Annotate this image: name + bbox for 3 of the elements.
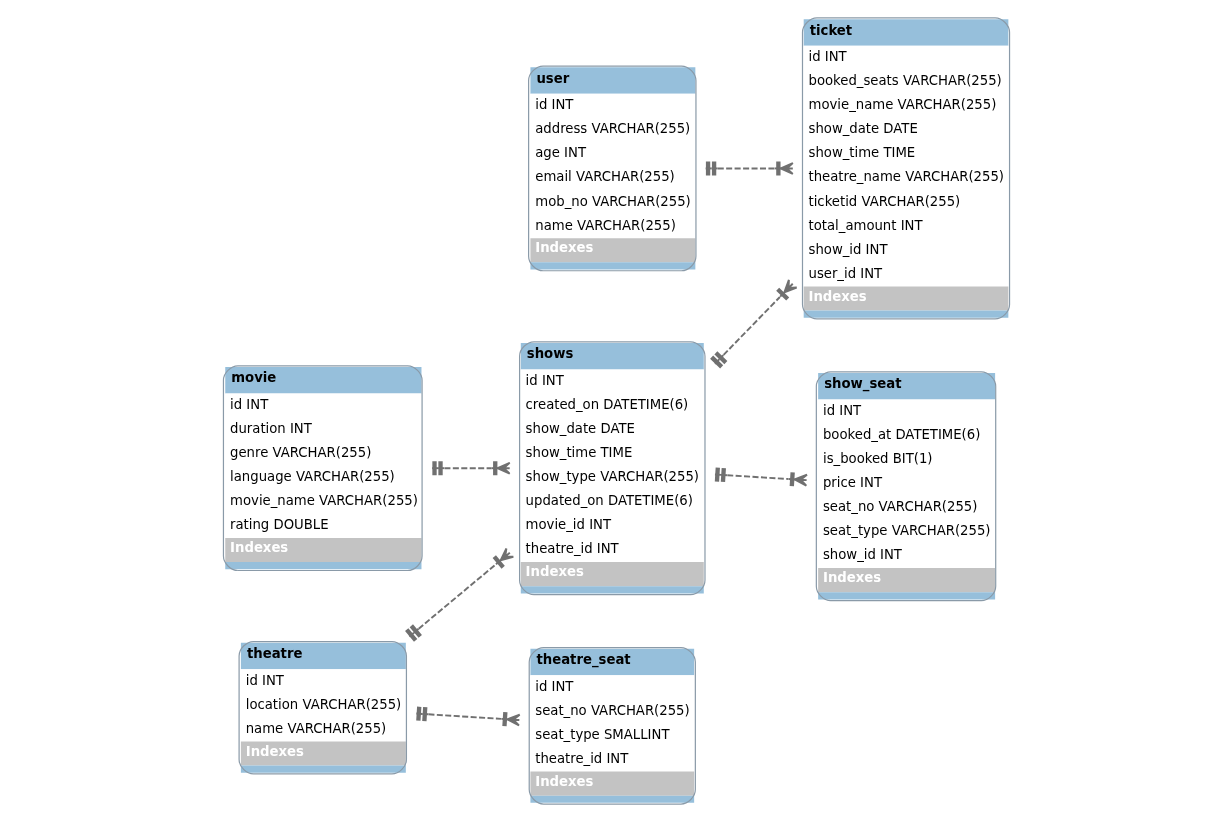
connector — [713, 467, 808, 487]
connector — [404, 547, 514, 642]
connector — [709, 279, 798, 369]
